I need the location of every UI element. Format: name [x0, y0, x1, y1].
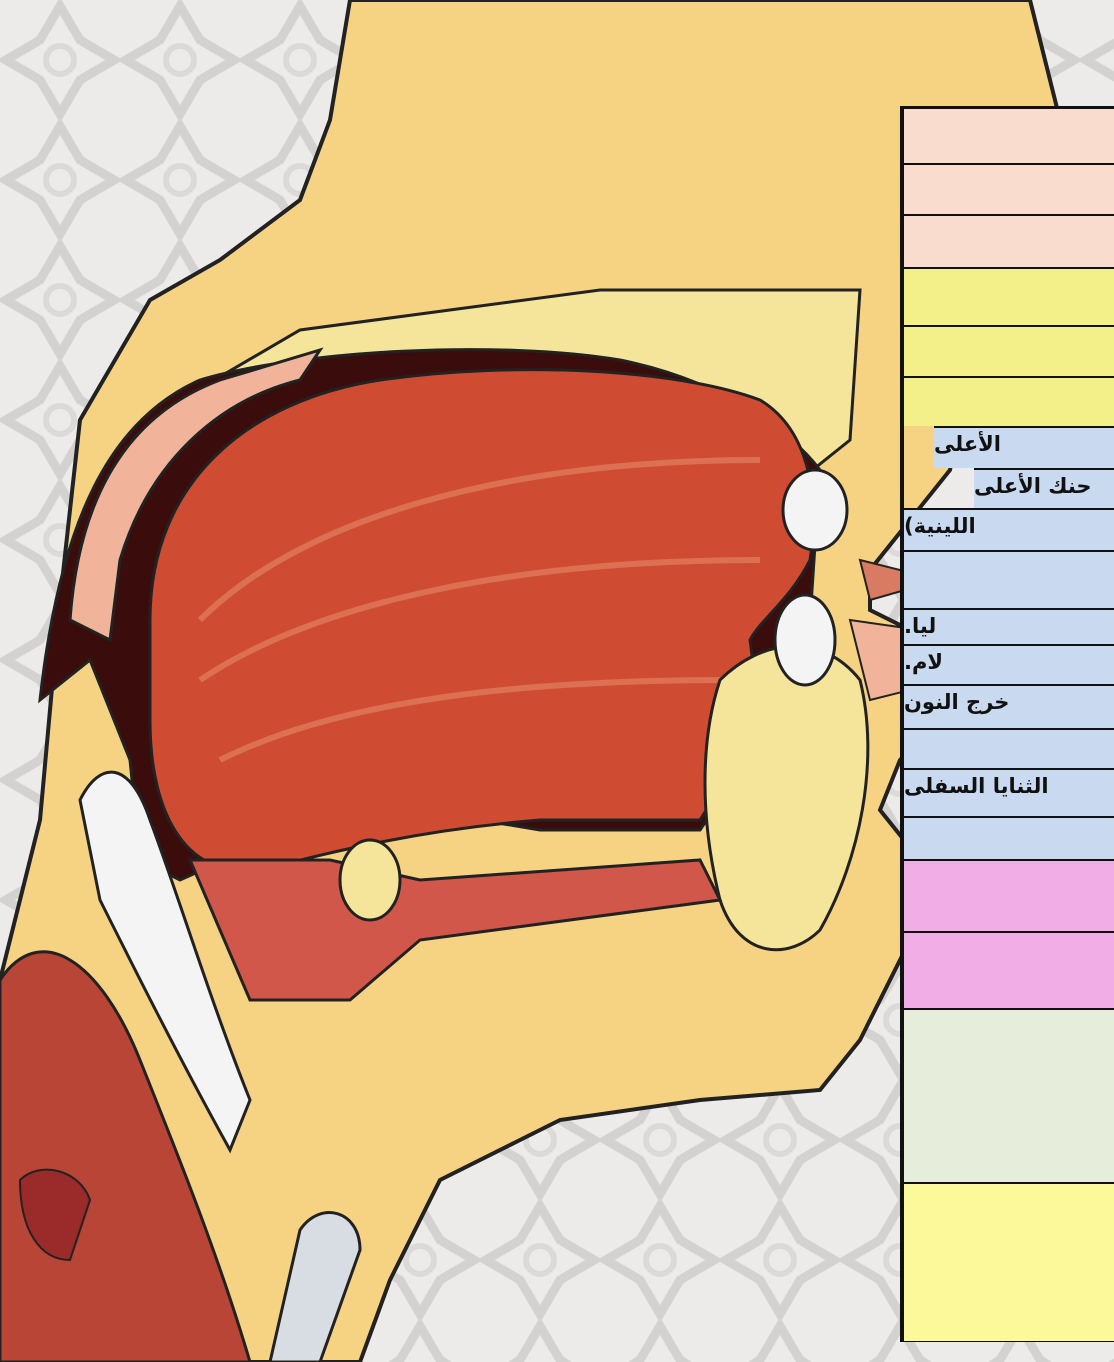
table-row: حنك الأعلى [974, 468, 1114, 508]
table-row: لام. [904, 644, 1114, 684]
table-row [904, 325, 1114, 376]
table-row [904, 109, 1114, 163]
table-row: خرج النون [904, 684, 1114, 728]
table-row [904, 816, 1114, 859]
table-row [904, 267, 1114, 325]
table-row [904, 859, 1114, 931]
table-row [904, 931, 1114, 1008]
table-row: الأعلى [934, 426, 1114, 468]
table-row: الثنايا السفلى [904, 768, 1114, 816]
table-row-label: ليا. [904, 610, 936, 638]
upper-tooth [783, 470, 847, 550]
table-row [904, 728, 1114, 768]
table-row [904, 376, 1114, 426]
table-row [904, 1182, 1114, 1341]
hyoid-bone [340, 840, 400, 920]
table-row-label: الأعلى [934, 428, 1001, 456]
table-row: ليا. [904, 608, 1114, 644]
table-row-label: حنك الأعلى [974, 470, 1092, 498]
table-row [904, 1008, 1114, 1182]
lower-tooth [775, 595, 835, 685]
makharij-table: الأعلى حنك الأعلى اللينية) ليا. لام. خرج… [900, 106, 1114, 1342]
table-row-label: خرج النون [904, 686, 1009, 714]
table-row-label: الثنايا السفلى [904, 770, 1049, 798]
table-row [904, 550, 1114, 608]
table-row [904, 163, 1114, 214]
table-row: اللينية) [904, 508, 1114, 550]
table-row [904, 214, 1114, 267]
table-row-label: اللينية) [904, 510, 976, 538]
table-row-label: لام. [904, 646, 943, 674]
